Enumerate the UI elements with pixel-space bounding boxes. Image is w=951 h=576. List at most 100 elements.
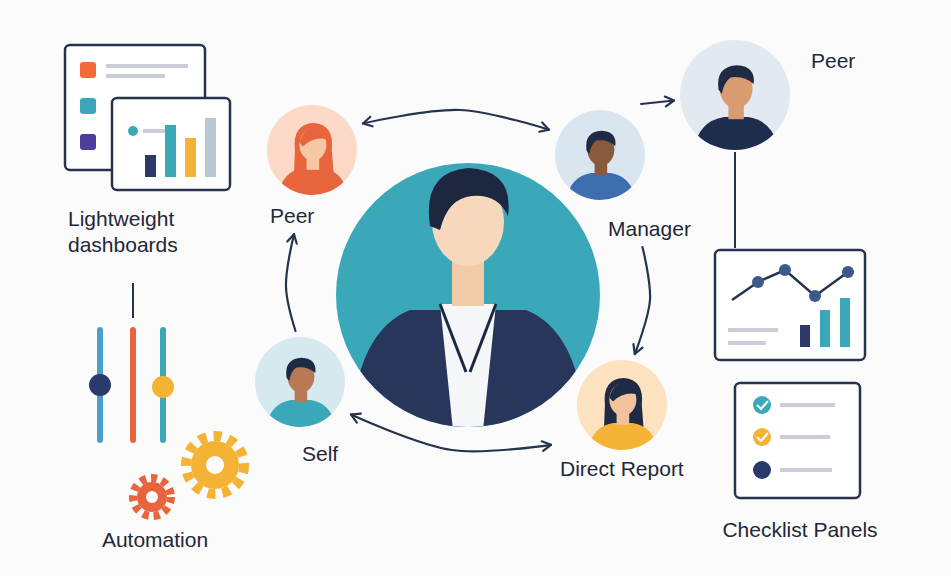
art-shape xyxy=(206,456,224,474)
role-label: Peer xyxy=(808,48,858,73)
art-shape xyxy=(779,264,791,276)
role-node: Peer xyxy=(267,105,357,228)
art-shape xyxy=(734,152,736,248)
art-shape xyxy=(146,491,158,503)
art-shape xyxy=(566,131,636,200)
art-shape xyxy=(89,374,111,396)
art-shape xyxy=(143,129,165,133)
avatar-circle xyxy=(255,337,345,427)
art-shape xyxy=(693,65,779,150)
art-shape xyxy=(132,283,134,318)
art-shape xyxy=(728,328,778,332)
art-shape xyxy=(294,123,334,176)
relation-arrow xyxy=(641,101,674,105)
art-shape xyxy=(586,131,615,154)
art-shape xyxy=(128,126,138,136)
relation-arrow xyxy=(363,110,549,130)
art-shape xyxy=(266,400,336,427)
art-shape xyxy=(278,168,348,195)
art-shape xyxy=(718,65,754,94)
art-shape xyxy=(112,98,230,190)
art-shape xyxy=(145,155,156,177)
art-shape xyxy=(205,118,216,177)
art-shape xyxy=(604,378,644,431)
art-shape xyxy=(732,270,848,300)
art-shape xyxy=(186,436,244,494)
art-shape xyxy=(80,134,96,150)
art-shape xyxy=(106,74,165,78)
avatar-circle xyxy=(577,360,667,450)
art-shape xyxy=(299,128,326,147)
art-shape xyxy=(470,304,496,372)
relation-arrow xyxy=(286,234,296,331)
role-label: Self xyxy=(299,441,341,466)
art-shape xyxy=(152,376,174,398)
avatar-circle xyxy=(555,110,645,200)
art-shape xyxy=(752,276,764,288)
art-shape xyxy=(842,266,854,278)
avatar-art xyxy=(255,337,345,427)
icon-caption: Automation xyxy=(102,527,208,553)
chart-panel xyxy=(715,152,865,360)
avatar-art xyxy=(577,360,667,450)
avatar-circle xyxy=(680,40,790,150)
art-shape xyxy=(106,64,188,68)
art-shape xyxy=(299,128,326,160)
art-shape xyxy=(757,433,768,441)
art-shape xyxy=(266,358,336,427)
role-label: Manager xyxy=(605,216,694,241)
role-node: Manager xyxy=(555,110,694,241)
art-shape xyxy=(735,383,860,498)
art-shape xyxy=(728,341,766,345)
role-node: Self xyxy=(255,337,345,466)
checklist-panel xyxy=(735,383,860,498)
role-label: Peer xyxy=(267,203,317,228)
art-shape xyxy=(753,461,771,479)
icon-caption: Checklist Panels xyxy=(722,517,877,543)
art-shape xyxy=(820,310,830,347)
art-shape xyxy=(133,478,171,516)
art-shape xyxy=(757,401,768,409)
avatar-art xyxy=(267,105,357,195)
relation-arrow xyxy=(635,247,650,354)
role-label: Direct Report xyxy=(557,456,687,481)
avatar-art xyxy=(555,110,645,200)
art-shape xyxy=(800,325,810,347)
avatar-art xyxy=(680,40,790,150)
art-shape xyxy=(165,125,176,177)
art-shape xyxy=(80,62,96,78)
art-shape xyxy=(440,304,496,440)
art-shape xyxy=(588,378,658,450)
dashboard-icon xyxy=(65,45,230,318)
avatar-circle xyxy=(267,105,357,195)
role-node: Peer xyxy=(680,40,858,150)
art-shape xyxy=(840,298,850,347)
central-person xyxy=(336,163,600,440)
art-shape xyxy=(350,168,586,440)
art-shape xyxy=(185,138,196,177)
art-shape xyxy=(753,396,771,414)
icon-caption: Lightweight dashboards xyxy=(68,206,218,259)
art-shape xyxy=(566,173,636,200)
art-shape xyxy=(191,441,239,489)
art-shape xyxy=(440,304,466,372)
relation-arrow xyxy=(351,415,551,452)
art-shape xyxy=(780,435,830,439)
art-shape xyxy=(780,468,832,472)
role-node: Direct Report xyxy=(557,360,687,481)
art-shape xyxy=(693,117,779,150)
automation-icon xyxy=(89,330,244,516)
art-shape xyxy=(588,423,658,450)
art-shape xyxy=(130,330,136,440)
art-shape xyxy=(780,403,835,407)
art-shape xyxy=(429,168,509,230)
art-shape xyxy=(609,383,636,402)
art-shape xyxy=(609,383,636,415)
art-shape xyxy=(80,98,96,114)
art-shape xyxy=(137,482,167,512)
art-shape xyxy=(753,428,771,446)
art-shape xyxy=(809,290,821,302)
